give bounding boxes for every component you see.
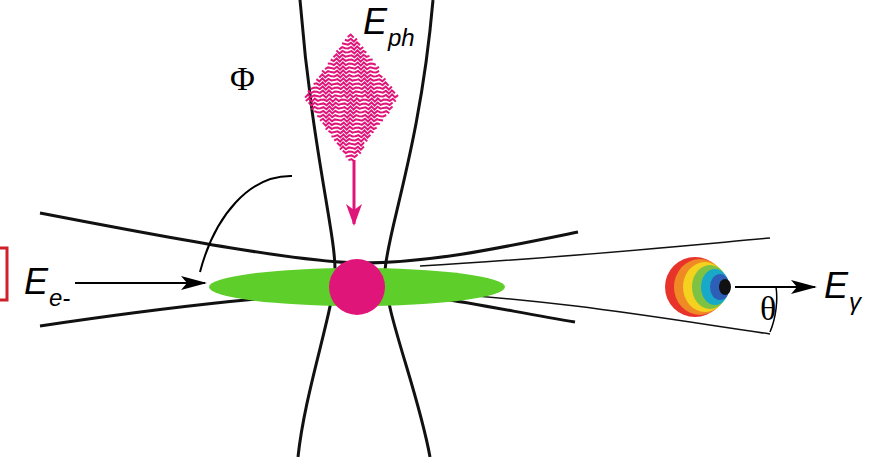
electron-envelope [40, 213, 578, 263]
energy-symbol: E [363, 4, 387, 40]
energy-subscript: ph [388, 26, 415, 50]
angle-leader [200, 176, 292, 272]
energy-symbol: E [824, 268, 848, 304]
gamma-arrow [735, 286, 815, 288]
laser-pulse [305, 35, 398, 162]
photon-arrowhead [346, 204, 362, 226]
interaction-spot [329, 259, 385, 315]
angle-label: Φ [230, 62, 255, 96]
electron-arrow [75, 282, 205, 284]
laser-envelope [385, 0, 433, 457]
red-bar [0, 248, 7, 300]
gamma-spot [665, 257, 731, 317]
gamma-cone [420, 238, 770, 266]
energy-symbol: E [24, 264, 48, 300]
angle-label: θ [760, 292, 776, 326]
energy-subscript: γ [849, 290, 861, 314]
energy-subscript: e- [49, 286, 70, 310]
